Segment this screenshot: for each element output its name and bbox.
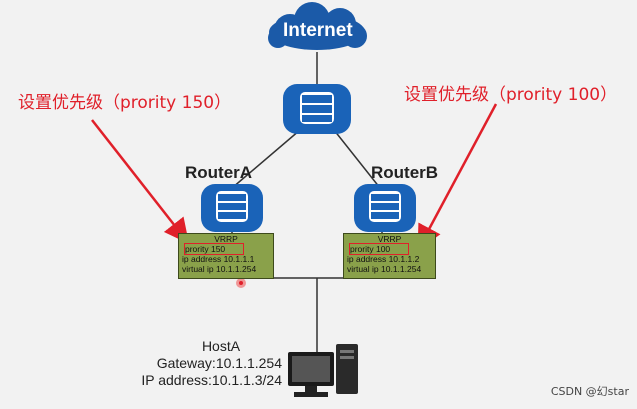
annotation-arrows: [91, 103, 498, 251]
annotation-right: 设置优先级（prority 100）: [404, 85, 618, 105]
arrow-right: [417, 103, 498, 251]
annotation-left: 设置优先级（prority 150）: [18, 93, 232, 113]
vrrp-title: VRRP: [377, 234, 402, 244]
host-info: HostA Gateway:10.1.1.254 IP address:10.1…: [120, 338, 282, 389]
host-ip: IP address:10.1.1.3/24: [141, 372, 282, 388]
router-b-vrrp-config: VRRP prority 100 ip address 10.1.1.2 vir…: [343, 233, 436, 279]
watermark: CSDN @幻star: [550, 385, 629, 398]
router-a-vrrp-config: VRRP prority 150 ip address 10.1.1.1 vir…: [178, 233, 274, 279]
virtual-ip-line: virtual ip 10.1.1.254: [182, 264, 257, 274]
internet-label: Internet: [283, 20, 353, 41]
cursor-dot-icon: [236, 278, 246, 288]
ip-address-line: ip address 10.1.1.2: [347, 254, 420, 264]
router-b-icon: [354, 184, 416, 232]
virtual-ip-line: virtual ip 10.1.1.254: [347, 264, 422, 274]
host-pc-icon: [288, 344, 358, 397]
host-gateway: Gateway:10.1.1.254: [156, 355, 282, 371]
router-b-label: RouterB: [371, 163, 439, 182]
priority-line: prority 150: [183, 243, 245, 255]
internet-cloud-icon: [268, 2, 367, 50]
arrow-left: [91, 119, 190, 244]
router-a-icon: [201, 184, 263, 232]
core-router-icon: [283, 84, 351, 134]
host-name: HostA: [201, 338, 241, 354]
vrrp-title: VRRP: [214, 234, 238, 244]
ip-address-line: ip address 10.1.1.1: [182, 254, 255, 264]
router-a-label: RouterA: [185, 163, 253, 182]
priority-line: prority 100: [348, 243, 410, 255]
